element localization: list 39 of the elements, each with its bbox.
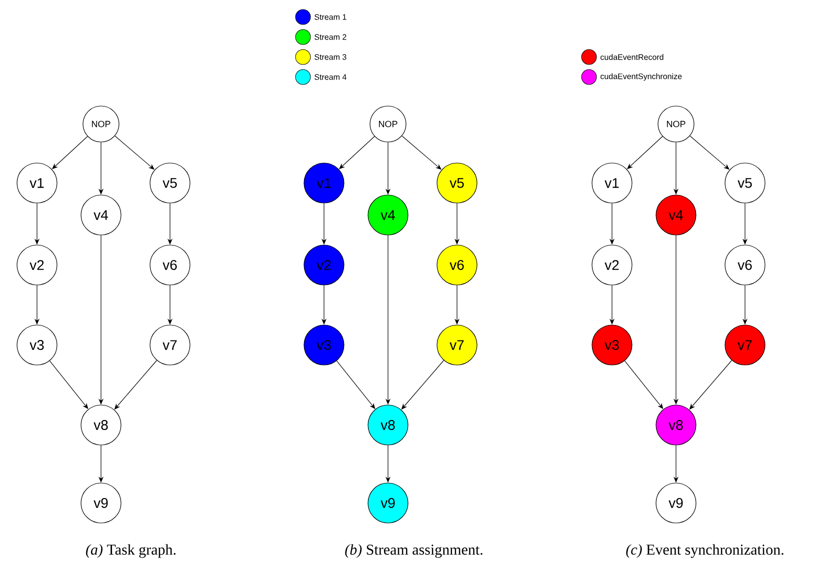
task-node: v1: [592, 162, 632, 204]
legend-label: cudaEventSynchronize: [600, 73, 682, 81]
task-node: v6: [436, 244, 478, 286]
legend-label: Stream 4: [314, 74, 346, 80]
task-node: v9: [368, 482, 408, 524]
legend-label: Stream 3: [314, 54, 346, 60]
legend-label: cudaEventRecord: [600, 54, 664, 60]
task-node: v4: [656, 194, 696, 236]
task-node: v3: [592, 324, 632, 366]
legend-label: Stream 1: [314, 14, 346, 20]
task-node: v5: [150, 162, 190, 204]
task-node: v5: [436, 162, 478, 204]
task-node: v8: [368, 404, 408, 446]
task-node: v9: [80, 482, 122, 524]
caption: (c) Event synchronization.: [626, 544, 784, 558]
task-node: v7: [436, 324, 478, 366]
task-node: v7: [724, 324, 766, 366]
task-node: v6: [724, 244, 766, 286]
task-node: v9: [656, 482, 696, 524]
task-node: v7: [150, 324, 190, 366]
task-node: v8: [656, 404, 696, 446]
task-node: NOP: [82, 106, 120, 142]
task-node: v2: [16, 244, 58, 286]
task-node: NOP: [658, 106, 694, 142]
task-node: v4: [368, 194, 408, 236]
task-node: v3: [304, 324, 344, 366]
task-node: v4: [80, 194, 122, 236]
legend-label: Stream 2: [314, 34, 346, 40]
task-node: v1: [304, 162, 344, 204]
task-node: NOP: [370, 106, 406, 142]
task-node: v6: [150, 244, 190, 286]
caption: (b) Stream assignment.: [345, 544, 482, 558]
task-node: v1: [16, 162, 58, 204]
task-node: v8: [80, 404, 122, 446]
task-node: v2: [304, 244, 344, 286]
task-node: v2: [592, 244, 632, 286]
caption: (a) Task graph.: [86, 544, 176, 558]
task-node: v3: [16, 324, 58, 366]
task-node: v5: [724, 162, 766, 204]
